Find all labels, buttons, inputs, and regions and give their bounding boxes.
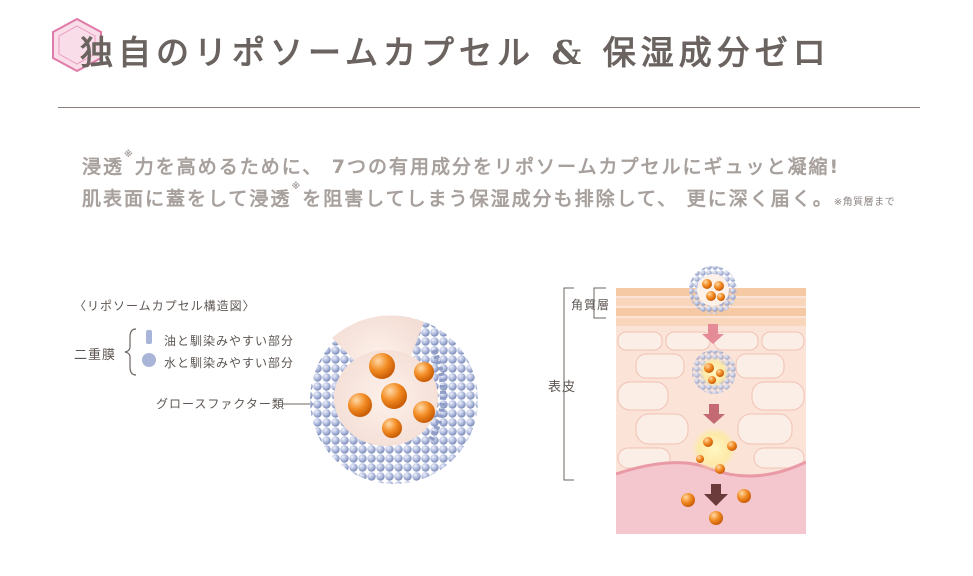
growth-factor-label: グロースファクター類 [156, 397, 285, 411]
membrane-brace [124, 328, 137, 376]
growth-factor-particle [715, 464, 725, 474]
note-mark: ※ [124, 150, 135, 160]
title-divider [58, 107, 920, 108]
growth-factor-particle [382, 418, 402, 438]
epidermis-cells [617, 331, 805, 469]
lead-text: 肌表面に蓋をして浸透 [82, 188, 292, 210]
penetration-arrow [703, 404, 725, 424]
growth-factor-particle [716, 369, 724, 377]
growth-factor-particle [702, 279, 712, 289]
lead-text: 力を高めるために、 7つの有用成分をリポソームカプセルにギュッと凝縮! [134, 156, 841, 178]
growth-factor-particle [714, 281, 724, 291]
lead-line-2: 肌表面に蓋をして浸透※を阻害してしまう保湿成分も排除して、 更に深く届く。※角質… [82, 182, 896, 211]
growth-factor-particle [369, 353, 395, 379]
growth-factor-particle [717, 293, 725, 301]
stratum-corneum-label: 角質層 [571, 298, 611, 312]
note-mark: ※ [291, 182, 303, 192]
lead-line-1: 浸透※力を高めるために、 7つの有用成分をリポソームカプセルにギュッと凝縮! [82, 150, 841, 179]
lead-text: 浸透 [82, 156, 125, 178]
water-part-label: 水と馴染みやすい部分 [164, 356, 295, 370]
growth-factor-particle [727, 441, 737, 451]
liposome-diagram [310, 315, 478, 484]
growth-factor-particle [348, 393, 372, 417]
corneum-band [616, 318, 806, 326]
footnote: ※角質層まで [833, 197, 896, 208]
penetration-arrow [704, 484, 728, 506]
skin-label-brackets [563, 287, 606, 481]
growth-factor-particle [709, 511, 723, 525]
lipid-tail-icon [146, 330, 152, 344]
growth-factor-particle [704, 363, 714, 373]
oil-part-label: 油と馴染みやすい部分 [164, 334, 295, 348]
capsule-surface-interior [697, 274, 729, 306]
membrane-label: 二重膜 [74, 348, 117, 363]
structure-caption: 〈リポソームカプセル構造図〉 [74, 299, 256, 313]
growth-factor-particle [708, 376, 716, 384]
skin-cross-section-diagram [616, 266, 806, 534]
growth-factor-particle [737, 489, 751, 503]
hexagon-badge-icon [52, 17, 102, 73]
penetration-arrow [702, 324, 724, 344]
membrane-edge [427, 348, 446, 444]
growth-factor-particle [696, 455, 704, 463]
legend-graphics [124, 328, 320, 405]
growth-factor-particle [413, 401, 435, 423]
epidermis-bracket [563, 287, 574, 481]
epidermis-label: 表皮 [548, 380, 577, 395]
growth-factor-particle [414, 362, 434, 382]
growth-factor-particle [703, 437, 713, 447]
lead-text: を阻害してしまう保湿成分も排除して、 更に深く届く。 [302, 188, 834, 210]
growth-factor-particle [706, 291, 716, 301]
stratum-corneum-bracket [593, 287, 606, 319]
growth-factor-particle [381, 383, 407, 409]
lipid-head-icon [142, 353, 156, 367]
page-title: 独自のリポソームカプセル & 保湿成分ゼロ [80, 33, 831, 72]
growth-factor-particle [681, 493, 695, 507]
